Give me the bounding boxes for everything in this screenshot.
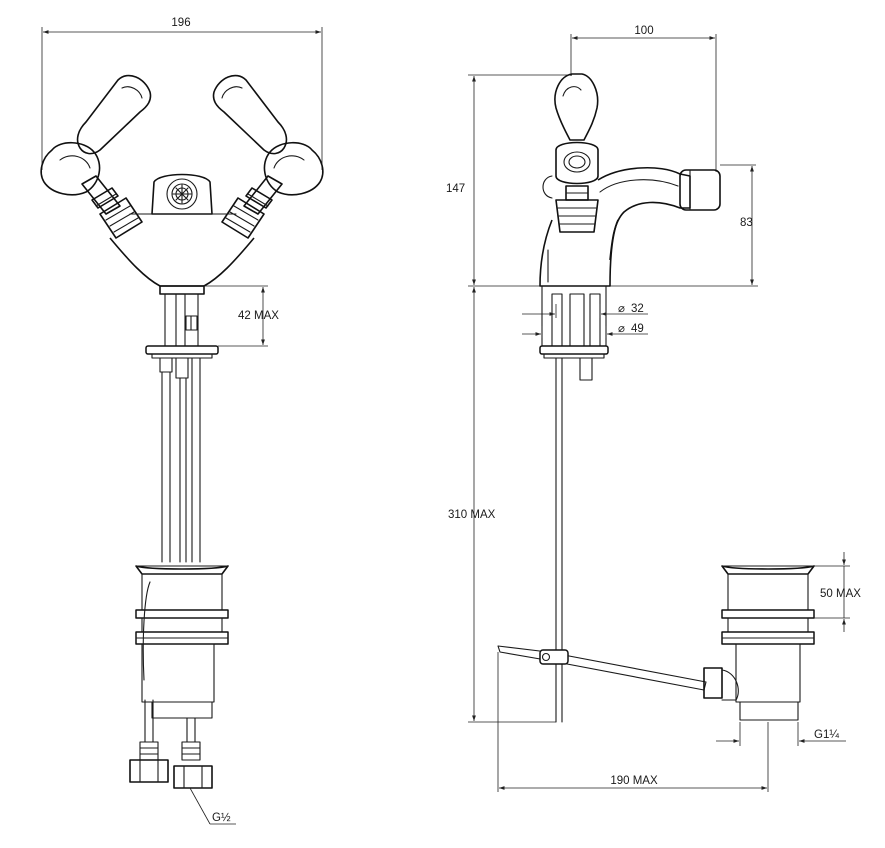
rod-length-dimension: 310 MAX: [448, 287, 556, 723]
right-handle: [212, 74, 324, 239]
diameter-symbol-49: ⌀: [618, 323, 625, 335]
front-width-label: 196: [171, 17, 190, 29]
hole-small-label: 32: [631, 303, 644, 315]
side-waste: [721, 565, 815, 721]
side-height-label: 147: [446, 183, 465, 195]
lever-length-label: 190 MAX: [610, 775, 658, 787]
front-deck-label: 42 MAX: [238, 310, 279, 322]
spout-height-dimension: 83: [720, 164, 756, 285]
spout-reach-label: 100: [634, 25, 653, 37]
spout-height-label: 83: [740, 217, 753, 229]
hole-diameter-dimensions: ⌀ 32 ⌀ 49: [522, 303, 648, 338]
side-body: [539, 166, 721, 287]
left-handle: [40, 74, 152, 239]
waste-height-dimension: 50 MAX: [814, 552, 861, 632]
hole-large-label: 49: [631, 323, 644, 335]
front-thread-callout: G½: [189, 787, 236, 825]
lever-length-dimension: 190 MAX: [497, 652, 769, 792]
front-body: [109, 173, 255, 295]
side-view: 100 147 83: [446, 25, 861, 792]
front-waste: [129, 565, 229, 789]
waste-thread-label: G1¼: [814, 729, 839, 741]
front-deck-dimension: 42 MAX: [204, 285, 279, 347]
rod-length-label: 310 MAX: [448, 509, 496, 521]
front-shank: [145, 293, 219, 563]
waste-height-label: 50 MAX: [820, 588, 861, 600]
waste-thread-dimension: G1¼: [716, 722, 846, 746]
diameter-symbol-32: ⌀: [618, 303, 625, 315]
pop-up-lever: [497, 645, 739, 701]
front-width-dimension: 196: [41, 17, 323, 170]
front-view: 196: [40, 17, 324, 825]
side-handle: [542, 73, 599, 233]
front-thread-label: G½: [212, 812, 231, 824]
spout-reach-dimension: 100: [570, 25, 717, 172]
side-height-dimension: 147: [446, 74, 572, 285]
